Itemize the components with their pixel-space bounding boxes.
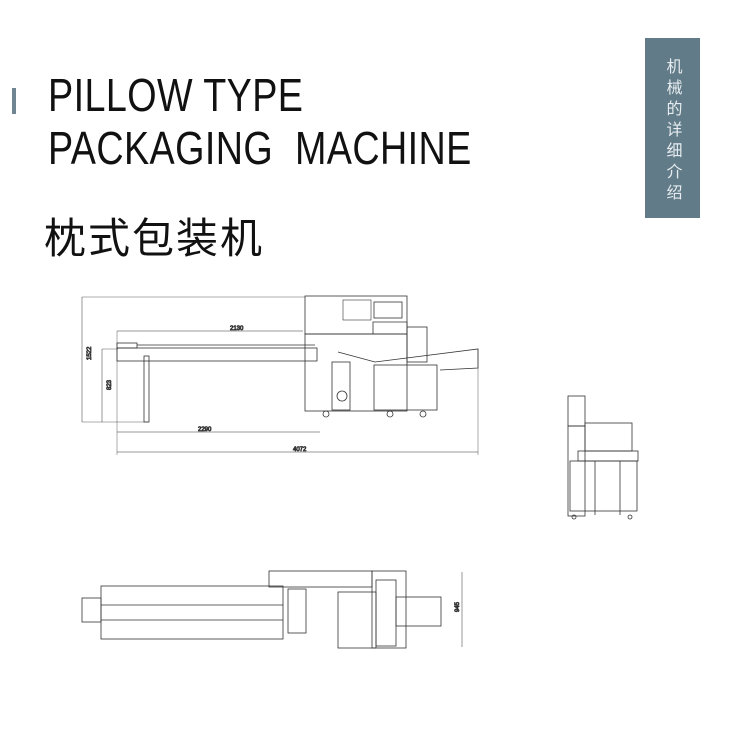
dim-top-width: 945 (455, 601, 461, 612)
side-banner: 机械的详细介绍 (645, 38, 700, 218)
dim-overall-height: 1522 (87, 346, 93, 360)
dim-infeed-height: 823 (107, 379, 113, 390)
chinese-title: 枕式包装机 (44, 214, 265, 263)
top-view: 945 (81, 570, 463, 649)
title-line-1: PILLOW TYPE (48, 69, 304, 121)
side-view (567, 395, 639, 520)
front-view: 1522 823 2130 2290 4072 (81, 295, 479, 455)
dim-conveyor-length: 2130 (230, 326, 244, 332)
dim-overall-length: 4072 (293, 447, 307, 453)
title-line-2: PACKAGING MACHINE (48, 122, 472, 174)
side-banner-text: 机械的详细介绍 (663, 58, 683, 205)
title-accent-marker (12, 88, 16, 114)
dim-infeed-length: 2290 (198, 427, 212, 433)
